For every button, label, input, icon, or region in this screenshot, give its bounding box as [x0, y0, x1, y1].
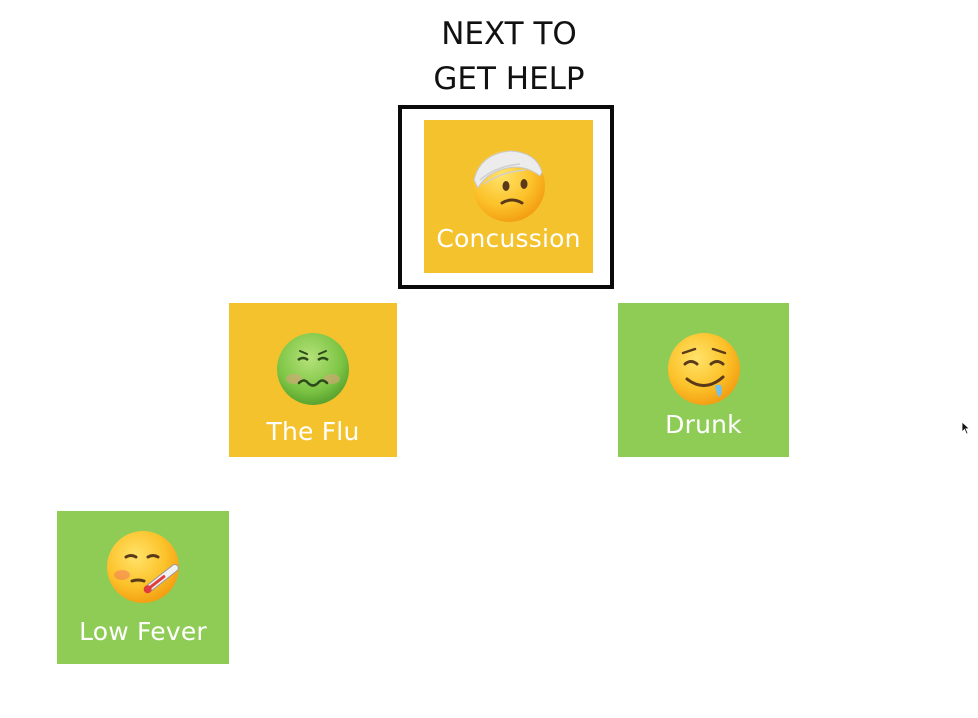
card-the-flu[interactable]: The Flu — [229, 303, 397, 457]
next-to-get-help-heading: NEXT TO GET HELP — [409, 12, 609, 102]
heading-line-1: NEXT TO — [441, 16, 577, 52]
head-bandage-icon — [472, 150, 545, 222]
card-low-fever[interactable]: Low Fever — [57, 511, 229, 664]
card-drunk[interactable]: Drunk — [618, 303, 789, 457]
drooling-face-icon — [667, 333, 740, 405]
card-concussion[interactable]: Concussion — [424, 120, 593, 273]
card-label: The Flu — [266, 417, 360, 446]
card-label: Low Fever — [79, 617, 207, 646]
card-label: Concussion — [436, 224, 581, 253]
thermometer-face-icon — [107, 531, 179, 603]
heading-line-2: GET HELP — [433, 61, 585, 97]
nauseated-face-icon — [277, 333, 349, 405]
next-patient-highlight-frame — [398, 105, 614, 289]
mouse-pointer-icon — [961, 421, 971, 435]
card-label: Drunk — [665, 410, 742, 439]
